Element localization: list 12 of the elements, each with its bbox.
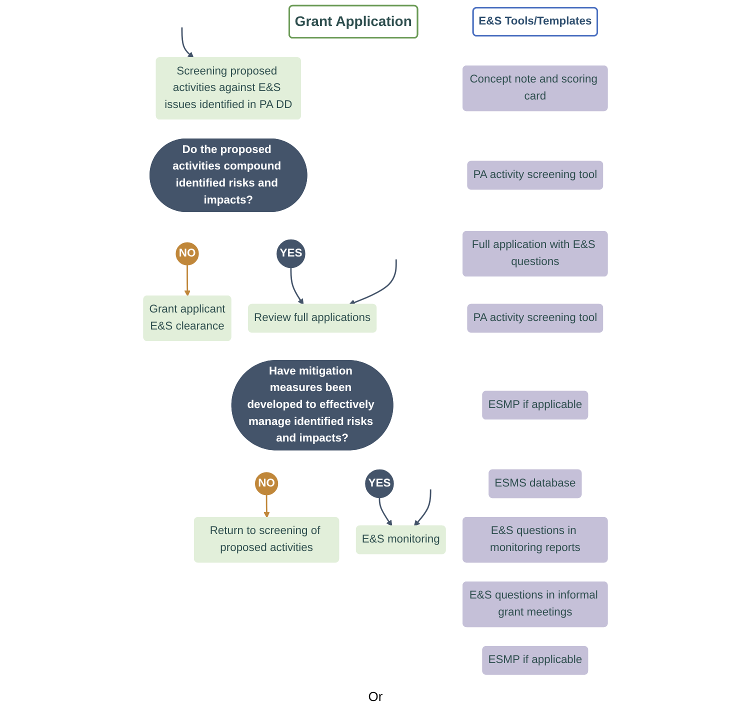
arrow xyxy=(184,264,190,296)
node-circle: YES xyxy=(276,239,306,268)
arrow xyxy=(348,259,397,306)
arrow xyxy=(290,268,304,305)
node-circle: NO xyxy=(255,472,278,496)
node-circle: YES xyxy=(365,469,394,498)
arrow xyxy=(414,489,432,526)
node-circle: NO xyxy=(176,242,199,266)
arrow xyxy=(378,498,392,526)
arrow xyxy=(264,494,270,518)
note-text: Or xyxy=(368,689,383,704)
arrow xyxy=(181,27,194,58)
